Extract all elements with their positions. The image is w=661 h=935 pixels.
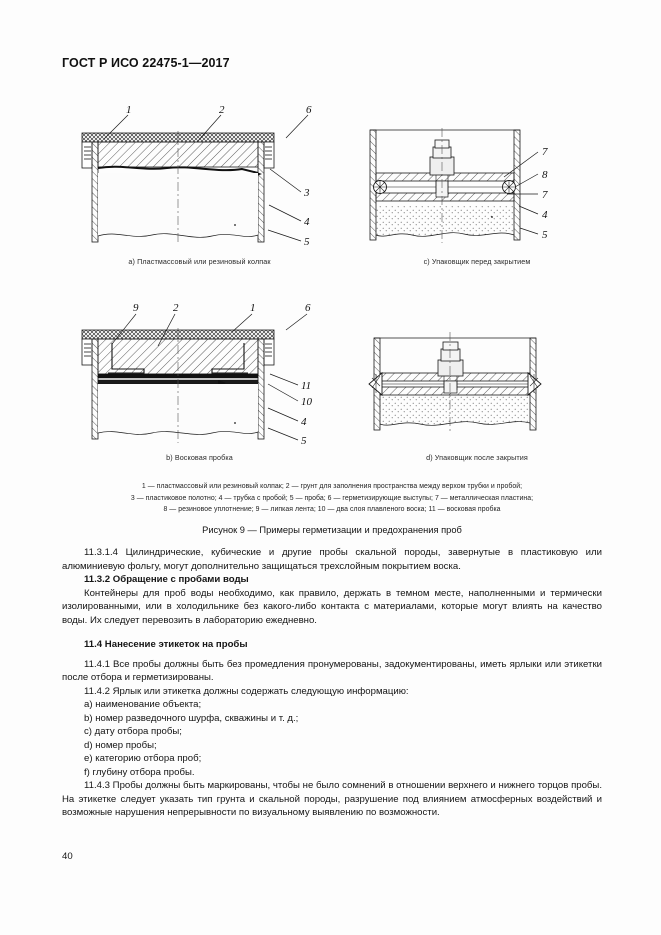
para-11-3-2: Контейнеры для проб воды необходимо, как… xyxy=(62,587,602,626)
label-7-top: 7 xyxy=(542,146,548,158)
sample-bottom-edge xyxy=(97,233,259,238)
diagram-b: 9 2 1 6 11 10 4 5 xyxy=(72,288,327,462)
diagram-c-labels: 7 8 7 4 5 xyxy=(542,146,548,241)
tube-wall-left xyxy=(91,338,99,440)
heading-11-3-2: 11.3.2 Обращение с пробами воды xyxy=(84,574,249,585)
label-11: 11 xyxy=(301,380,311,392)
label-10: 10 xyxy=(301,396,313,408)
para-11-4-1: 11.4.1 Все пробы должны быть без промедл… xyxy=(62,658,602,684)
page-header: ГОСТ Р ИСО 22475-1—2017 xyxy=(62,56,230,70)
diagram-d: d) Упаковщик после закрытия xyxy=(352,288,602,462)
sample-bottom-edge xyxy=(379,421,531,426)
para-11-4-2: 11.4.2 Ярлык или этикетка должны содержа… xyxy=(84,685,409,697)
heading-11-4: 11.4 Нанесение этикеток на пробы xyxy=(84,639,248,650)
label-5: 5 xyxy=(304,236,310,248)
sample-dot xyxy=(491,216,493,218)
label-4: 4 xyxy=(304,216,310,228)
label-4: 4 xyxy=(542,209,548,221)
list-item-d: d) номер пробы; xyxy=(84,739,157,751)
tube-wall-right xyxy=(257,338,265,440)
figure-legend: 1 — пластмассовый или резиновый колпак; … xyxy=(62,481,602,516)
legend-line-1: 1 — пластмассовый или резиновый колпак; … xyxy=(141,483,523,490)
diagram-a-labels: 1 2 6 3 4 5 xyxy=(126,104,312,248)
diagram-b-caption: b) Восковая пробка xyxy=(166,453,233,462)
label-9: 9 xyxy=(133,302,139,314)
diagram-b-labels: 9 2 1 6 11 10 4 5 xyxy=(133,302,313,447)
label-5: 5 xyxy=(542,229,548,241)
rubber-seal-left-compressed xyxy=(368,372,383,396)
adhesive-tape-right xyxy=(211,343,248,374)
center-bolt xyxy=(437,341,464,394)
figure-9: 1 2 6 3 4 5 xyxy=(62,90,602,540)
rubber-seal-left xyxy=(373,180,387,194)
label-7-bottom: 7 xyxy=(542,189,548,201)
body-text: 11.3.1.4 Цилиндрические, кубические и др… xyxy=(62,546,602,820)
list-item-b: b) номер разведочного шурфа, скважины и … xyxy=(84,712,299,724)
diagram-d-caption: d) Упаковщик после закрытия xyxy=(426,453,528,462)
tube-wall-left xyxy=(91,141,99,243)
diagram-c: 7 8 7 4 5 xyxy=(352,95,602,266)
legend-line-2: 3 — пластиковое полотно; 4 — трубка с пр… xyxy=(130,494,534,502)
label-8: 8 xyxy=(542,169,548,181)
label-1: 1 xyxy=(250,302,256,314)
list-item-c: c) дату отбора пробы; xyxy=(84,726,182,737)
label-6: 6 xyxy=(306,104,312,116)
sample-body xyxy=(380,396,530,426)
sample-dot xyxy=(234,422,236,424)
label-4: 4 xyxy=(301,416,307,428)
adhesive-tape-left xyxy=(108,343,145,374)
label-6: 6 xyxy=(305,302,311,314)
label-3: 3 xyxy=(303,187,310,199)
label-5: 5 xyxy=(301,435,307,447)
para-11-4-3: 11.4.3 Пробы должны быть маркированы, чт… xyxy=(62,780,602,818)
rubber-seal-right-compressed xyxy=(527,372,542,396)
page-number: 40 xyxy=(62,851,73,862)
spacer xyxy=(62,627,602,638)
diagram-a-caption: a) Пластмассовый или резиновый колпак xyxy=(128,257,271,266)
sample-body xyxy=(376,205,514,237)
rubber-seal-right xyxy=(502,180,516,194)
sample-bottom-edge xyxy=(97,431,259,435)
list-item-f: f) глубину отбора пробы. xyxy=(84,766,195,778)
label-2: 2 xyxy=(219,104,225,116)
plastic-sheet xyxy=(97,165,259,174)
sample-dot xyxy=(234,224,236,226)
tube-wall-right xyxy=(257,141,265,243)
sample-bottom-edge xyxy=(375,232,515,237)
list-item-a: a) наименование объекта; xyxy=(84,699,202,710)
diagram-a: 1 2 6 3 4 5 xyxy=(72,95,327,266)
list-item-e: e) категорию отбора проб; xyxy=(84,753,202,764)
label-2: 2 xyxy=(173,302,179,314)
diagram-c-caption: c) Упаковщик перед закрытием xyxy=(423,257,531,266)
label-1: 1 xyxy=(126,104,132,116)
para-11-3-1-4: 11.3.1.4 Цилиндрические, кубические и др… xyxy=(62,547,602,572)
figure-title: Рисунок 9 — Примеры герметизации и предо… xyxy=(202,525,462,535)
legend-line-3: 8 — резиновое уплотнение; 9 — липкая лен… xyxy=(163,506,501,514)
